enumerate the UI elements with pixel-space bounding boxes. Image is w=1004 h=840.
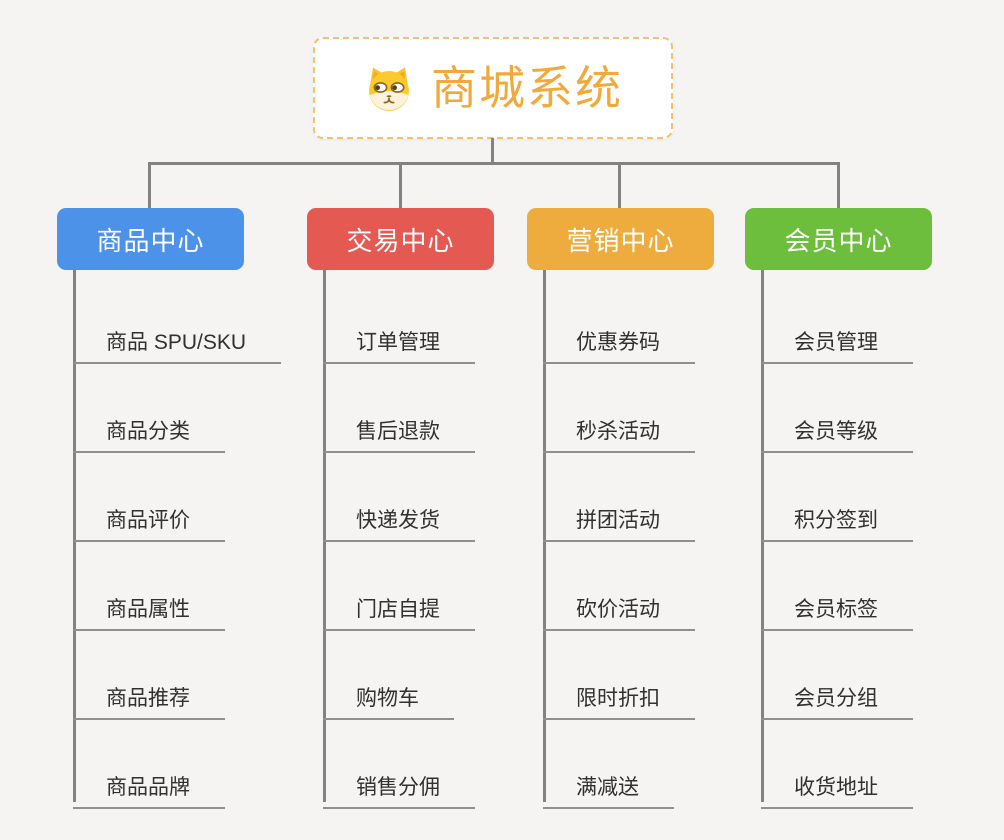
leaf-node[interactable]: 秒杀活动: [543, 398, 695, 453]
leaf-node[interactable]: 商品推荐: [73, 665, 225, 720]
connector-trunk: [73, 270, 76, 802]
leaf-node[interactable]: 商品品牌: [73, 754, 225, 809]
leaf-node[interactable]: 砍价活动: [543, 576, 695, 631]
leaf-node[interactable]: 门店自提: [323, 576, 475, 631]
connector-drop: [618, 162, 621, 209]
leaf-node[interactable]: 满减送: [543, 754, 674, 809]
leaf-node[interactable]: 商品分类: [73, 398, 225, 453]
leaf-node[interactable]: 商品属性: [73, 576, 225, 631]
leaf-node[interactable]: 会员分组: [761, 665, 913, 720]
connector-drop: [148, 162, 151, 209]
leaf-node[interactable]: 收货地址: [761, 754, 913, 809]
leaf-node[interactable]: 商品评价: [73, 487, 225, 542]
leaf-node[interactable]: 会员等级: [761, 398, 913, 453]
leaf-node[interactable]: 售后退款: [323, 398, 475, 453]
dog-face-icon: [369, 67, 409, 111]
leaf-node[interactable]: 限时折扣: [543, 665, 695, 720]
root-title: 商城系统: [431, 62, 623, 114]
branch-node-marketing[interactable]: 营销中心: [527, 208, 714, 270]
branch-column-trade: 交易中心 订单管理 售后退款 快递发货 门店自提 购物车 销售分佣: [307, 208, 547, 840]
branch-node-trade[interactable]: 交易中心: [307, 208, 494, 270]
branch-column-products: 商品中心 商品 SPU/SKU 商品分类 商品评价 商品属性 商品推荐 商品品牌: [57, 208, 297, 840]
branch-column-marketing: 营销中心 优惠券码 秒杀活动 拼团活动 砍价活动 限时折扣 满减送: [527, 208, 767, 840]
branch-node-products[interactable]: 商品中心: [57, 208, 244, 270]
connector-horizontal-bar: [150, 162, 840, 165]
connector-trunk: [761, 270, 764, 802]
leaf-node[interactable]: 快递发货: [323, 487, 475, 542]
leaf-node[interactable]: 积分签到: [761, 487, 913, 542]
connector-drop: [399, 162, 402, 209]
connector-trunk: [543, 270, 546, 802]
branch-node-members[interactable]: 会员中心: [745, 208, 932, 270]
leaf-node[interactable]: 拼团活动: [543, 487, 695, 542]
branch-column-members: 会员中心 会员管理 会员等级 积分签到 会员标签 会员分组 收货地址: [745, 208, 985, 840]
leaf-node[interactable]: 优惠券码: [543, 309, 695, 364]
leaf-node[interactable]: 购物车: [323, 665, 454, 720]
leaf-node[interactable]: 商品 SPU/SKU: [73, 309, 282, 364]
connector-trunk: [323, 270, 326, 802]
connector-drop: [837, 162, 840, 209]
leaf-node[interactable]: 订单管理: [323, 309, 475, 364]
connector-root-stem: [491, 138, 494, 164]
leaf-node[interactable]: 销售分佣: [323, 754, 475, 809]
leaf-node[interactable]: 会员标签: [761, 576, 913, 631]
root-node-mall-system[interactable]: 商城系统: [313, 37, 673, 139]
leaf-node[interactable]: 会员管理: [761, 309, 913, 364]
